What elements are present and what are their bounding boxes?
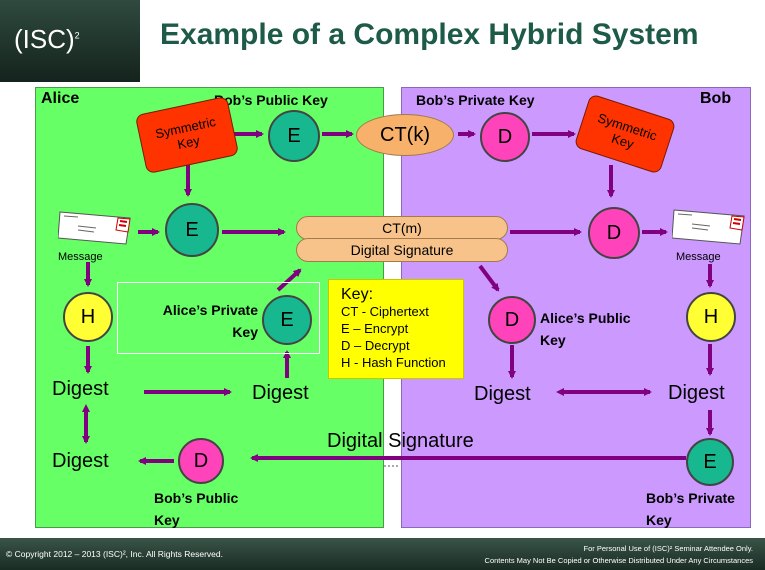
alice-signed-digest: Digest	[252, 382, 309, 404]
bob-hash-circle: H	[686, 292, 736, 342]
bobs-private-key-label: Bob’s Private Key	[416, 92, 535, 108]
slide-title: Example of a Complex Hybrid System	[160, 18, 699, 51]
legend-item: E – Encrypt	[341, 321, 409, 336]
bob-decrypt-key-circle: D	[480, 112, 530, 162]
legend-item: CT - Ciphertext	[341, 304, 429, 319]
alice-bobs-public-key-bottom: Bob’s Public Key	[154, 490, 239, 528]
alice-hash-circle: H	[63, 292, 113, 342]
alice-encrypt-key-circle: E	[268, 110, 320, 162]
alices-public-key-label: Alice’s Public Key	[540, 310, 631, 348]
bob-private-key-bottom: Bob’s Private Key	[646, 490, 735, 528]
bob-message-envelope-icon	[671, 206, 752, 246]
ciphertext-key: CT(k)	[356, 114, 454, 156]
legend-title: Key:	[341, 286, 374, 303]
alice-name: Alice	[41, 90, 80, 107]
alice-decrypt-signature-circle: D	[178, 438, 224, 484]
bob-encrypt-circle: E	[686, 438, 734, 486]
digital-signature-label: Digital Signature	[327, 430, 474, 452]
personal-use-notice: For Personal Use of (ISC)² Seminar Atten…	[583, 544, 753, 553]
bob-message-label: Message	[676, 251, 721, 263]
ciphertext-message-pill: CT(m)	[296, 216, 508, 240]
bob-digest-right: Digest	[668, 382, 725, 404]
alice-private-key-box	[117, 282, 320, 354]
bobs-public-key-label: Bob’s Public Key	[214, 92, 328, 108]
bob-verify-circle: D	[488, 296, 536, 344]
legend-item: D – Decrypt	[341, 338, 410, 353]
copyright-text: © Copyright 2012 – 2013 (ISC)², Inc. All…	[6, 549, 223, 559]
digital-signature-pill: Digital Signature	[296, 238, 508, 262]
alice-decrypted-digest: Digest	[52, 450, 109, 472]
alice-digest: Digest	[52, 378, 109, 400]
bob-name: Bob	[700, 90, 732, 107]
alice-sign-circle: E	[262, 295, 312, 345]
alice-message-label: Message	[58, 251, 103, 263]
isc2-logo: (ISC)2	[14, 24, 80, 54]
logo-panel	[0, 0, 140, 82]
legend-item: H - Hash Function	[341, 355, 446, 370]
alice-encrypt-message-circle: E	[165, 203, 219, 257]
alices-private-key-label: Alice’s Private Key	[162, 302, 258, 340]
footer-bar	[0, 538, 765, 570]
bob-decrypt-message-circle: D	[588, 207, 640, 259]
alice-message-envelope-icon	[57, 208, 138, 246]
legend-box: Key: CT - Ciphertext E – Encrypt D – Dec…	[328, 279, 464, 379]
distribution-notice: Contents May Not Be Copied or Otherwise …	[484, 556, 753, 565]
bob-digest-left: Digest	[474, 383, 531, 405]
